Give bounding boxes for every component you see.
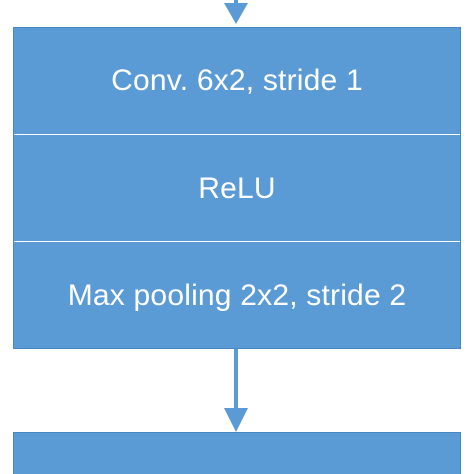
layer-block: Conv. 6x2, stride 1 ReLU Max pooling 2x2…	[13, 27, 461, 349]
next-layer-block	[13, 432, 461, 474]
conv-layer-box: Conv. 6x2, stride 1	[14, 28, 460, 134]
middle-arrow-head	[224, 408, 248, 432]
middle-arrow-shaft	[234, 349, 238, 411]
top-arrow-head	[224, 3, 248, 24]
middle-arrow	[224, 349, 248, 432]
max-pooling-layer-box: Max pooling 2x2, stride 2	[14, 241, 460, 349]
top-arrow	[224, 0, 248, 24]
relu-layer-label: ReLU	[198, 171, 276, 205]
top-arrow-shaft	[234, 0, 238, 6]
relu-layer-box: ReLU	[14, 134, 460, 242]
max-pooling-layer-label: Max pooling 2x2, stride 2	[67, 278, 407, 312]
conv-layer-label: Conv. 6x2, stride 1	[111, 64, 363, 97]
